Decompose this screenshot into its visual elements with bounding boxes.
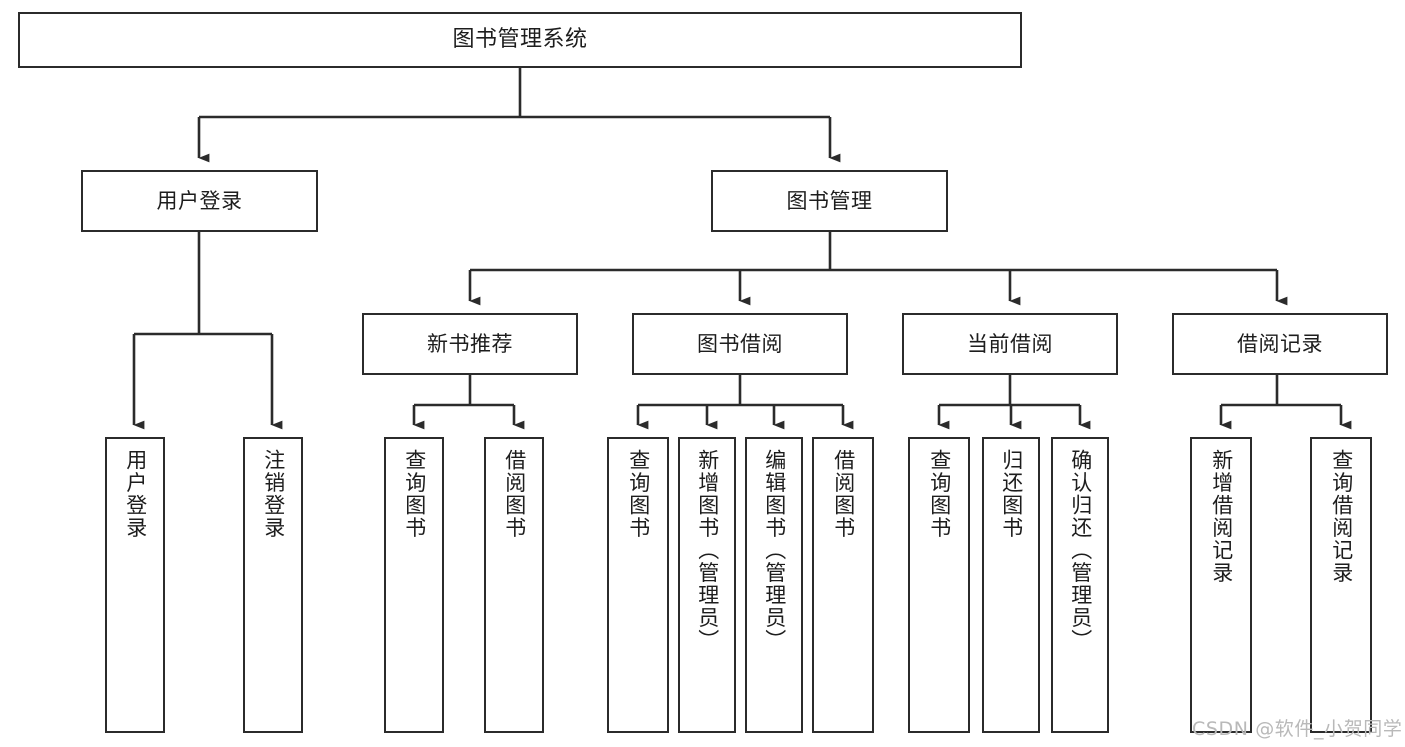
- node-book-borrow[interactable]: 图书借阅: [632, 313, 848, 375]
- node-leaf-edit-book[interactable]: 编辑图书（管理员）: [745, 437, 803, 733]
- node-leaf-query-book-1-label: 查询图书: [402, 449, 427, 539]
- node-leaf-query-book-3-label: 查询图书: [927, 449, 952, 539]
- node-root-label: 图书管理系统: [452, 27, 588, 53]
- node-book-manage-label: 图书管理: [786, 188, 873, 213]
- node-root[interactable]: 图书管理系统: [18, 12, 1022, 68]
- node-leaf-query-book-2[interactable]: 查询图书: [607, 437, 669, 733]
- node-leaf-query-book-3[interactable]: 查询图书: [908, 437, 970, 733]
- node-leaf-add-record-label: 新增借阅记录: [1209, 449, 1234, 584]
- node-leaf-add-book-label: 新增图书（管理员）: [695, 449, 720, 652]
- node-leaf-query-book-1[interactable]: 查询图书: [384, 437, 444, 733]
- node-current-borrow[interactable]: 当前借阅: [902, 313, 1118, 375]
- node-leaf-user-login[interactable]: 用户登录: [105, 437, 165, 733]
- node-leaf-confirm-return[interactable]: 确认归还（管理员）: [1051, 437, 1109, 733]
- node-leaf-return-book[interactable]: 归还图书: [982, 437, 1040, 733]
- node-leaf-return-book-label: 归还图书: [999, 449, 1024, 539]
- node-leaf-add-book[interactable]: 新增图书（管理员）: [678, 437, 736, 733]
- node-user-login-label: 用户登录: [156, 188, 243, 213]
- node-borrow-record[interactable]: 借阅记录: [1172, 313, 1388, 375]
- node-leaf-borrow-book-2-label: 借阅图书: [831, 449, 856, 539]
- node-leaf-user-login-label: 用户登录: [123, 449, 148, 539]
- node-book-borrow-label: 图书借阅: [697, 331, 783, 356]
- node-new-book-recommend-label: 新书推荐: [427, 331, 513, 356]
- node-leaf-add-record[interactable]: 新增借阅记录: [1190, 437, 1252, 733]
- node-leaf-logout[interactable]: 注销登录: [243, 437, 303, 733]
- node-user-login[interactable]: 用户登录: [81, 170, 318, 232]
- node-leaf-logout-label: 注销登录: [261, 449, 286, 539]
- node-leaf-query-book-2-label: 查询图书: [626, 449, 651, 539]
- node-leaf-query-record-label: 查询借阅记录: [1329, 449, 1354, 584]
- node-leaf-query-record[interactable]: 查询借阅记录: [1310, 437, 1372, 733]
- node-leaf-borrow-book-1-label: 借阅图书: [502, 449, 527, 539]
- node-leaf-confirm-return-label: 确认归还（管理员）: [1068, 449, 1093, 652]
- node-current-borrow-label: 当前借阅: [967, 331, 1053, 356]
- node-leaf-borrow-book-2[interactable]: 借阅图书: [812, 437, 874, 733]
- node-borrow-record-label: 借阅记录: [1237, 331, 1323, 356]
- node-new-book-recommend[interactable]: 新书推荐: [362, 313, 578, 375]
- node-book-manage[interactable]: 图书管理: [711, 170, 948, 232]
- node-leaf-borrow-book-1[interactable]: 借阅图书: [484, 437, 544, 733]
- node-leaf-edit-book-label: 编辑图书（管理员）: [762, 449, 787, 652]
